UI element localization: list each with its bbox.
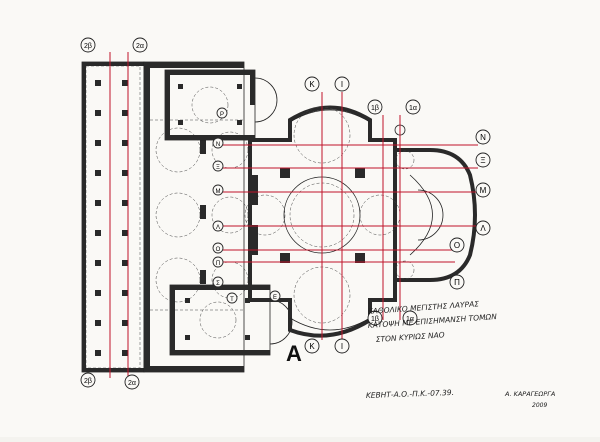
drawing-code: ΚΕΒΗΤ-Α.Ο.-Π.Κ.-07.39. [366, 388, 454, 400]
west-portico [81, 61, 145, 373]
svg-text:2α: 2α [128, 380, 136, 387]
sheet-letter: A [286, 341, 302, 366]
marker-inner-l: Λ [212, 220, 224, 232]
svg-text:Π: Π [454, 278, 460, 287]
marker-inner-n: Ν [212, 137, 224, 149]
marker-p-right: Π [449, 274, 465, 290]
marker-n-right: Ν [475, 129, 491, 145]
marker-inner-e: Ξ [212, 160, 224, 172]
sanctuary [394, 124, 477, 282]
svg-text:Ξ: Ξ [216, 165, 220, 171]
svg-text:Μ: Μ [216, 189, 221, 195]
svg-text:Ο: Ο [216, 247, 221, 253]
marker-k-top: Κ [304, 76, 320, 92]
svg-text:1α: 1α [409, 105, 417, 112]
marker-o-right: Ο [449, 237, 465, 253]
marker-k-bottom: Κ [304, 338, 320, 354]
svg-text:Τ: Τ [230, 297, 234, 303]
marker-inner-m: Μ [212, 184, 224, 196]
marker-1b-bottom: 1β [367, 310, 383, 326]
svg-text:Κ: Κ [309, 80, 315, 89]
svg-text:Λ: Λ [216, 225, 220, 231]
svg-text:Ι: Ι [341, 342, 343, 351]
svg-text:Ρ: Ρ [220, 112, 224, 118]
drawing-year: 2009 [532, 402, 547, 409]
marker-inner-s: Σ [212, 276, 224, 288]
svg-text:Ε: Ε [273, 295, 277, 301]
marker-2a-bottom: 2α [124, 374, 140, 390]
svg-text:Ξ: Ξ [480, 156, 485, 165]
section-lines [109, 52, 478, 378]
svg-text:Κ: Κ [309, 342, 315, 351]
marker-1a-top: 1α [405, 99, 421, 115]
marker-e-right: Ξ [475, 152, 491, 168]
marker-1a-bottom: 1α [402, 310, 418, 326]
svg-text:2α: 2α [136, 43, 144, 50]
svg-text:Ι: Ι [341, 80, 343, 89]
marker-1b-top: 1β [367, 99, 383, 115]
marker-l-right: Λ [475, 220, 491, 236]
marker-2b-bottom: 2β [80, 372, 96, 388]
svg-text:Σ: Σ [216, 281, 220, 287]
marker-i-bottom: Ι [334, 338, 350, 354]
marker-inner-o: Ο [212, 242, 224, 254]
author-name: Α. ΚΑΡΑΓΕΩΡΓΑ [504, 390, 555, 398]
north-chapel [164, 69, 278, 141]
title-line-3: ΣΤΟΝ ΚΥΡΙΩΣ ΝΑΟ [376, 330, 446, 344]
title-block: ΚΑΘΟΛΙΚΟ ΜΕΓΙΣΤΗΣ ΛΑΥΡΑΣ ΚΑΤΟΨΗ ΜΕ ΕΠΙΣΗ… [368, 299, 498, 344]
marker-2b-top: 2β [80, 37, 96, 53]
inner-narthex [143, 61, 249, 373]
svg-text:1β: 1β [371, 316, 379, 323]
svg-text:Ν: Ν [480, 133, 486, 142]
marker-i-top: Ι [334, 76, 350, 92]
svg-text:Ο: Ο [454, 241, 460, 250]
svg-text:1β: 1β [371, 105, 379, 112]
svg-text:2β: 2β [84, 43, 92, 50]
svg-text:2β: 2β [84, 378, 92, 385]
marker-inner-p: Ρ [216, 107, 228, 119]
marker-inner-p2: Π [212, 256, 224, 268]
svg-text:Μ: Μ [480, 186, 487, 195]
svg-text:Ν: Ν [216, 142, 220, 148]
svg-text:Π: Π [216, 261, 220, 267]
marker-m-right: Μ [475, 182, 491, 198]
svg-text:1α: 1α [406, 316, 414, 323]
marker-2a-top: 2α [132, 37, 148, 53]
svg-text:Λ: Λ [480, 224, 486, 233]
marker-inner-t: Τ [226, 292, 238, 304]
marker-inner-e2: Ε [269, 290, 281, 302]
south-chapel [169, 284, 293, 356]
